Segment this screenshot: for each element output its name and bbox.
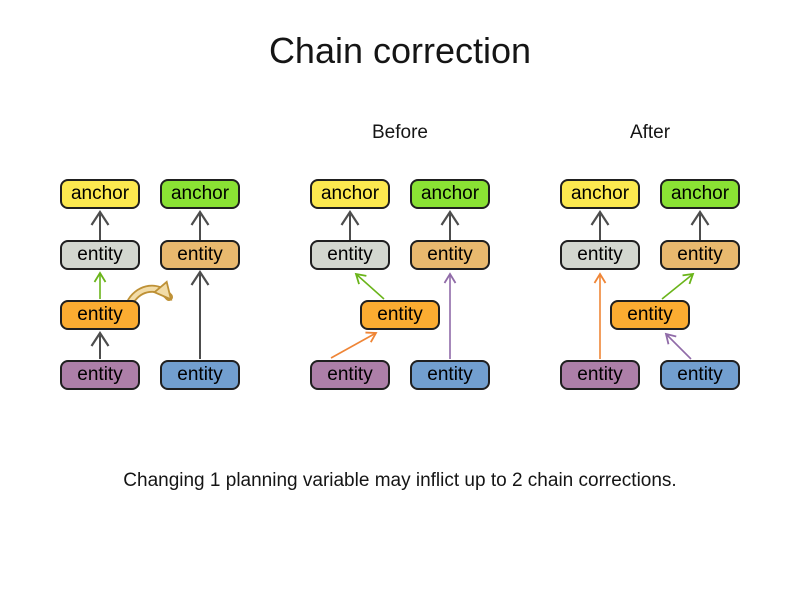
after-node-entity-gray: entity	[560, 240, 640, 270]
before-node-entity-tan: entity	[410, 240, 490, 270]
initial-node-entity-tan: entity	[160, 240, 240, 270]
initial-node-entity-purple: entity	[60, 360, 140, 390]
diagram-title: Chain correction	[268, 30, 532, 71]
before-node-entity-orange: entity	[360, 300, 440, 330]
after-edge-blue-to-orange	[664, 332, 692, 360]
after-node-entity-blue: entity	[660, 360, 740, 390]
after-node-entity-tan: entity	[660, 240, 740, 270]
header-before: Before	[372, 122, 428, 143]
before-edge-orange-to-gray	[354, 272, 385, 300]
initial-node-anchor-yellow: anchor	[60, 179, 140, 209]
after-edge-orange-to-tan	[661, 272, 695, 300]
initial-node-anchor-green: anchor	[160, 179, 240, 209]
after-node-entity-orange: entity	[610, 300, 690, 330]
header-after: After	[629, 122, 671, 143]
before-node-entity-gray: entity	[310, 240, 390, 270]
before-node-anchor-green: anchor	[410, 179, 490, 209]
initial-node-entity-orange: entity	[60, 300, 140, 330]
before-node-entity-purple: entity	[310, 360, 390, 390]
before-node-entity-blue: entity	[410, 360, 490, 390]
move-arrow	[128, 280, 173, 304]
diagram-caption: Changing 1 planning variable may inflict…	[123, 470, 677, 491]
after-node-entity-purple: entity	[560, 360, 640, 390]
initial-node-entity-gray: entity	[60, 240, 140, 270]
before-node-anchor-yellow: anchor	[310, 179, 390, 209]
after-node-anchor-green: anchor	[660, 179, 740, 209]
before-edge-purple-to-orange	[330, 331, 378, 359]
after-node-anchor-yellow: anchor	[560, 179, 640, 209]
initial-node-entity-blue: entity	[160, 360, 240, 390]
